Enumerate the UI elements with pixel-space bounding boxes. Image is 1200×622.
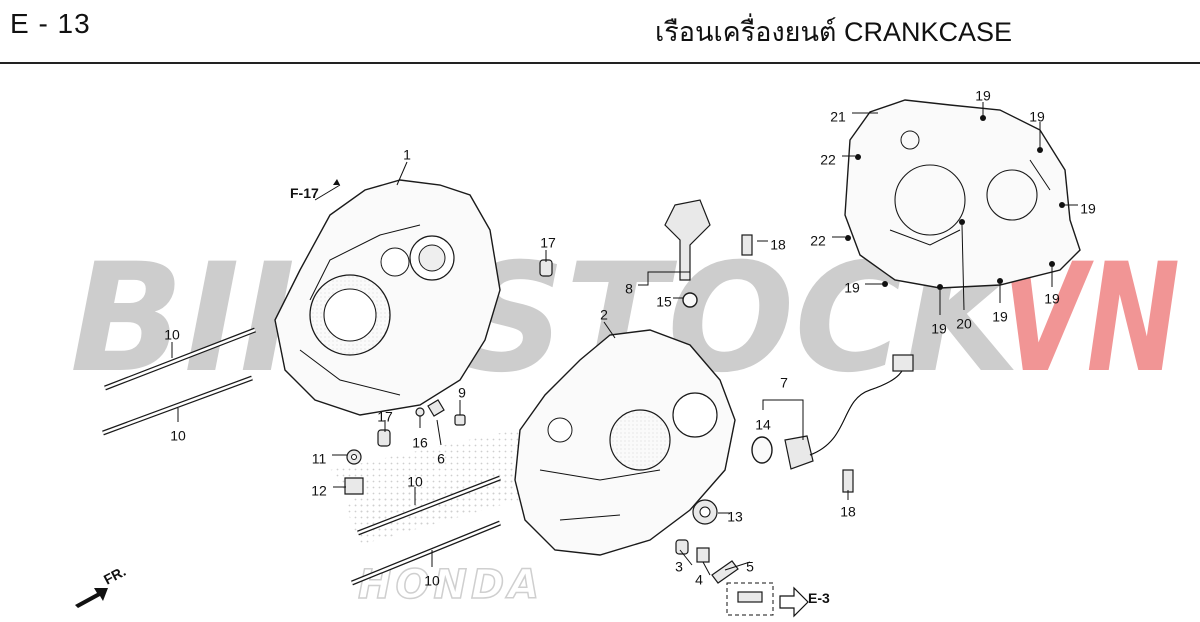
part-left-crankcase [274, 179, 501, 416]
callout-6: 6 [437, 451, 445, 467]
callout-10: 10 [407, 474, 423, 490]
callout-18: 18 [770, 237, 786, 253]
callout-19: 19 [975, 88, 991, 104]
part-crankcase-cover [844, 99, 1081, 290]
page-header: E - 13 เรือนเครื่องยนต์ CRANKCASE [0, 0, 1200, 64]
part-right-crankcase [514, 329, 736, 556]
callout-3: 3 [675, 559, 683, 575]
callout-10: 10 [164, 327, 180, 343]
callout-21: 21 [830, 109, 846, 125]
callout-18: 18 [840, 504, 856, 520]
page-title: เรือนเครื่องยนต์ CRANKCASE [655, 17, 1012, 47]
callout-19: 19 [1029, 109, 1045, 125]
callout-19: 19 [1044, 291, 1060, 307]
callout-9: 9 [458, 385, 466, 401]
callout-10: 10 [170, 428, 186, 444]
ref-e3-label: E-3 [808, 590, 830, 606]
callout-17: 17 [377, 409, 393, 425]
callout-19: 19 [844, 280, 860, 296]
front-direction-label: FR. [101, 563, 128, 588]
part-studs [102, 327, 501, 586]
callout-19: 19 [1080, 201, 1096, 217]
callout-11: 11 [312, 451, 327, 467]
callout-4: 4 [695, 572, 703, 588]
callout-14: 14 [755, 417, 771, 433]
callout-leaders [171, 102, 1078, 576]
callout-22: 22 [820, 152, 836, 168]
callout-16: 16 [412, 435, 428, 451]
header-rule [0, 62, 1200, 64]
callout-12: 12 [311, 483, 327, 499]
callout-19: 19 [931, 321, 947, 337]
callout-5: 5 [746, 559, 754, 575]
callout-19: 19 [992, 309, 1008, 325]
callout-22: 22 [810, 233, 826, 249]
callout-13: 13 [727, 509, 743, 525]
callout-8: 8 [625, 281, 633, 297]
callout-15: 15 [656, 294, 672, 310]
part-small-components [75, 179, 914, 618]
callout-20: 20 [956, 316, 972, 332]
callout-1: 1 [403, 147, 411, 163]
callout-7: 7 [780, 375, 788, 391]
callout-labels: 1234567891010101011121314151617171818191… [164, 88, 1096, 589]
callout-2: 2 [600, 307, 608, 323]
callout-17: 17 [540, 235, 556, 251]
ref-f17-label: F-17 [290, 185, 319, 201]
callout-10: 10 [424, 573, 440, 589]
page-code: E - 13 [10, 8, 91, 39]
